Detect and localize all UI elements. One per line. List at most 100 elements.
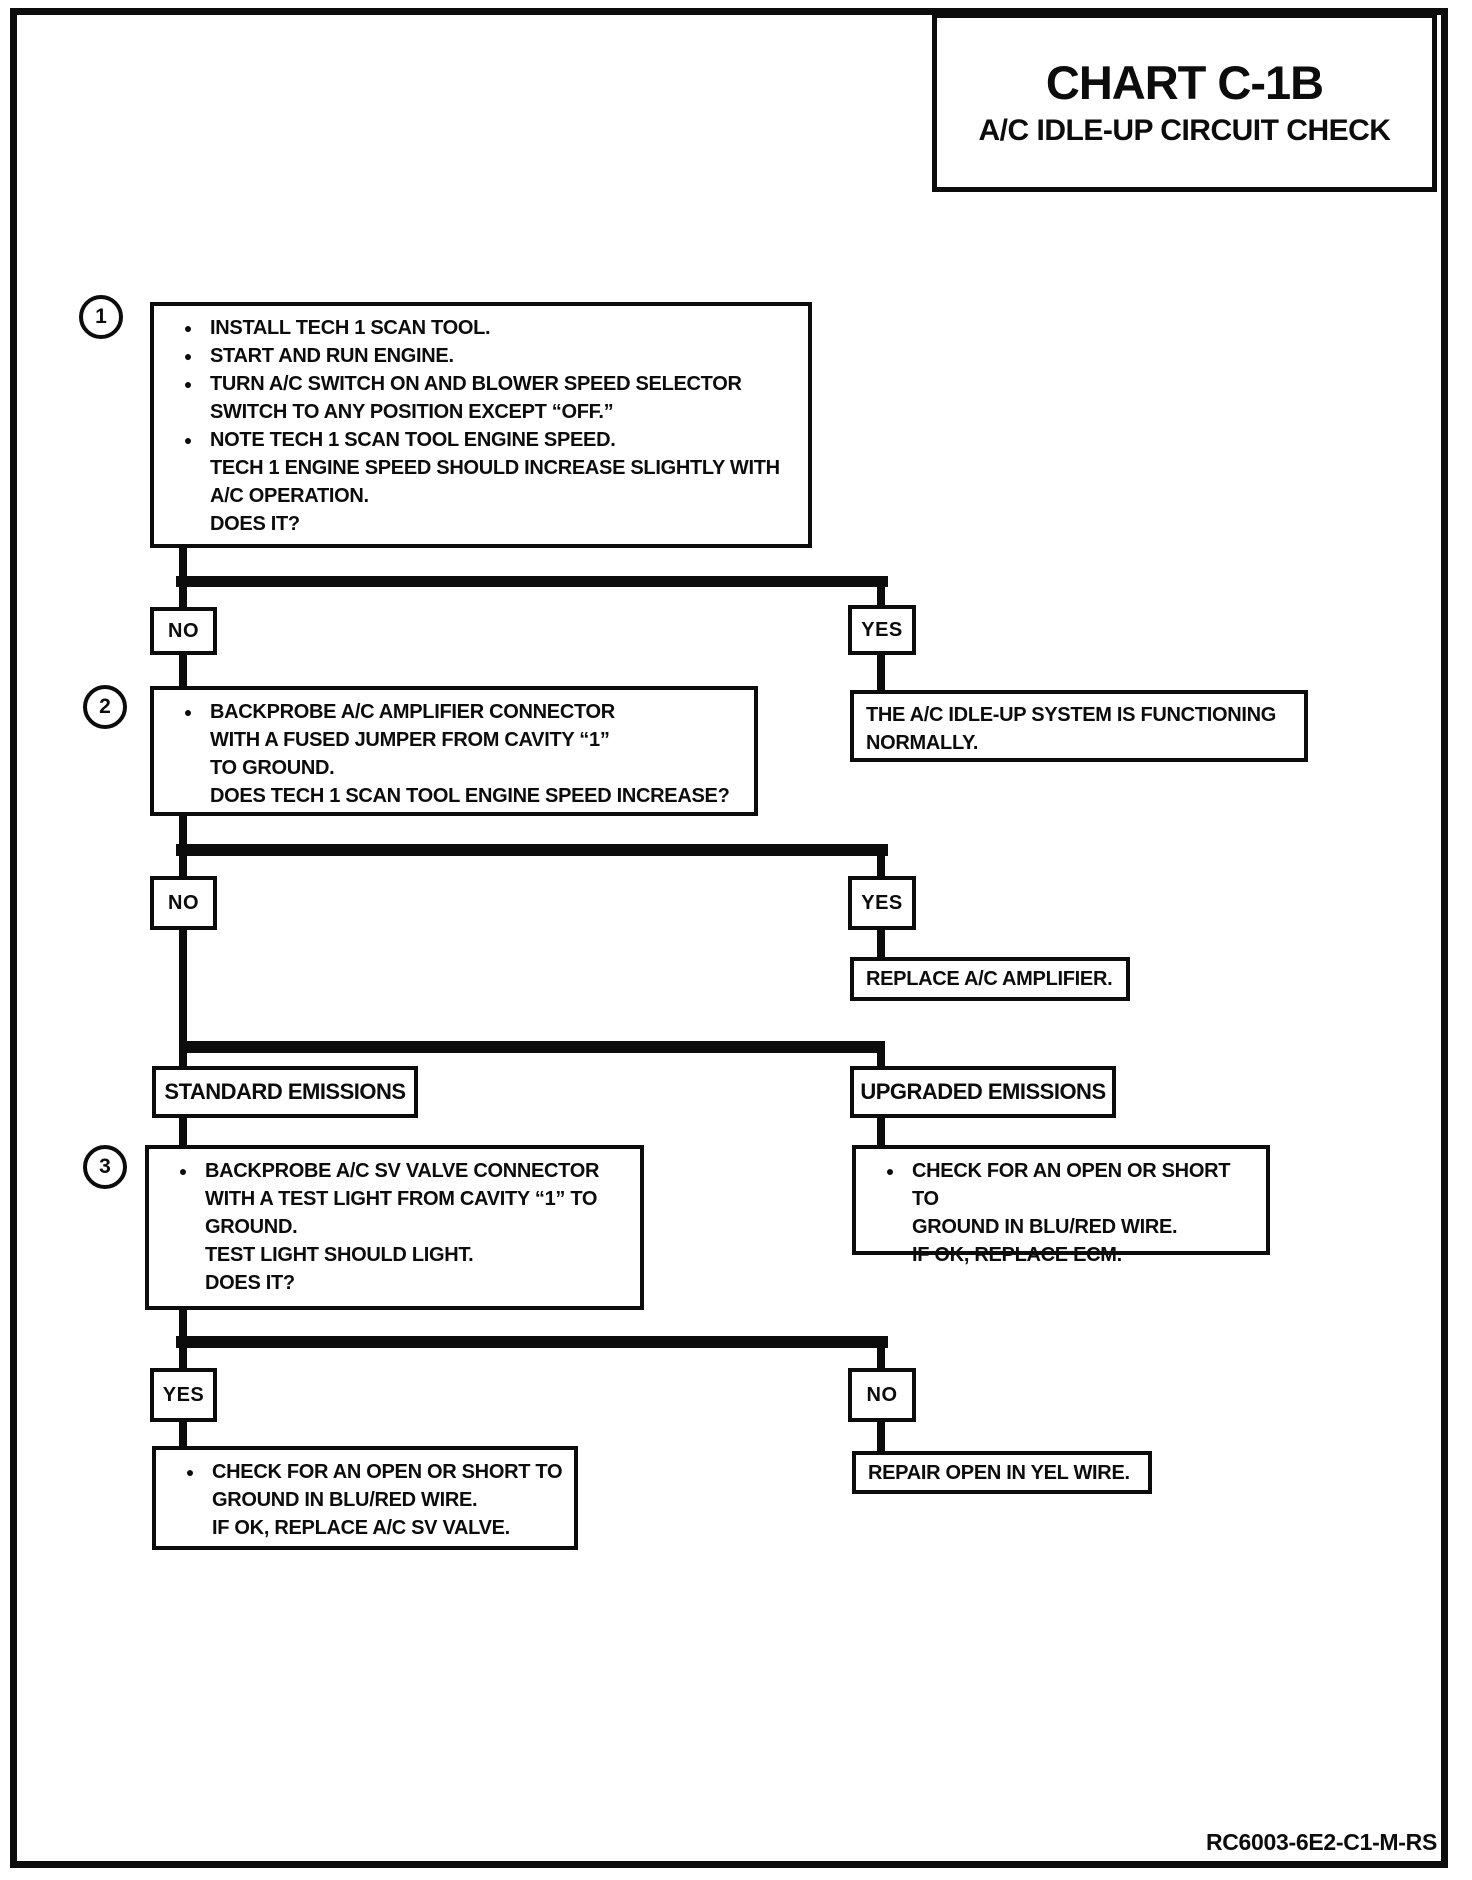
replace-amplifier-box: REPLACE A/C AMPLIFIER. <box>850 957 1130 1001</box>
branch-text: YES <box>861 891 903 914</box>
connector-line <box>179 1310 187 1342</box>
doc-code: RC6003-6E2-C1-M-RS <box>1205 1829 1437 1855</box>
flow-line: ● INSTALL TECH 1 SCAN TOOL. <box>166 314 800 342</box>
connector-line <box>877 655 885 692</box>
connector-line <box>179 930 187 1068</box>
flow-text: TURN A/C SWITCH ON AND BLOWER SPEED SELE… <box>210 373 742 395</box>
branch-label-yes-3: YES <box>150 1368 217 1422</box>
connector-line <box>176 1336 888 1348</box>
flow-line: NORMALLY. <box>866 729 1296 757</box>
repair-yel-wire-box: REPAIR OPEN IN YEL WIRE. <box>852 1451 1152 1494</box>
flow-line: ● CHECK FOR AN OPEN OR SHORT TO <box>168 1458 566 1486</box>
flow-line: ● CHECK FOR AN OPEN OR SHORT TO <box>868 1157 1258 1213</box>
branch-text: NO <box>168 891 199 914</box>
flow-text: GROUND IN BLU/RED WIRE. <box>912 1216 1178 1238</box>
flow-text: A/C OPERATION. <box>210 485 369 507</box>
connector-line <box>179 1348 187 1370</box>
branch-text: NO <box>168 619 199 642</box>
flow-line: GROUND. <box>161 1213 632 1241</box>
connector-line <box>176 576 888 587</box>
flow-text: DOES IT? <box>205 1272 295 1294</box>
flow-text: TECH 1 ENGINE SPEED SHOULD INCREASE SLIG… <box>210 457 780 479</box>
backprobe-sv-valve-box: ●BACKPROBE A/C SV VALVE CONNECTOR WITH A… <box>145 1145 644 1310</box>
flow-text: CHECK FOR AN OPEN OR SHORT TO <box>912 1160 1231 1210</box>
branch-label-yes-2: YES <box>848 876 916 930</box>
flow-text: BACKPROBE A/C AMPLIFIER CONNECTOR <box>210 701 615 723</box>
flow-text: GROUND IN BLU/RED WIRE. <box>212 1489 478 1511</box>
flow-text: TEST LIGHT SHOULD LIGHT. <box>205 1244 474 1266</box>
flow-text: SWITCH TO ANY POSITION EXCEPT “OFF.” <box>210 401 614 423</box>
flow-text: NORMALLY. <box>866 732 979 754</box>
step-number: 1 <box>95 305 107 328</box>
bullet-icon: ● <box>885 1163 895 1179</box>
chart-title-box: CHART C-1B A/C IDLE-UP CIRCUIT CHECK <box>932 13 1437 192</box>
connector-line <box>179 548 187 582</box>
step-circle-1: 1 <box>79 295 123 339</box>
check-sv-valve-box: ● CHECK FOR AN OPEN OR SHORT TO GROUND IN… <box>152 1446 578 1550</box>
connector-line <box>877 1118 885 1147</box>
flow-line: ● START AND RUN ENGINE. <box>166 342 800 370</box>
flow-text: START AND RUN ENGINE. <box>210 345 454 367</box>
flow-line: GROUND IN BLU/RED WIRE. <box>168 1486 566 1514</box>
flow-line: ● TURN A/C SWITCH ON AND BLOWER SPEED SEL… <box>166 370 800 398</box>
connector-line <box>877 1422 885 1453</box>
flow-text: IF OK, REPLACE ECM. <box>912 1244 1122 1266</box>
flow-line: A/C OPERATION. <box>166 482 800 510</box>
connector-line <box>877 856 885 878</box>
flow-line: ● BACKPROBE A/C AMPLIFIER CONNECTOR <box>166 698 746 726</box>
bullet-icon: ● <box>183 376 193 392</box>
flow-line: WITH A FUSED JUMPER FROM CAVITY “1” <box>166 726 746 754</box>
connector-line <box>179 655 187 688</box>
system-ok-box: THE A/C IDLE-UP SYSTEM IS FUNCTIONING NO… <box>850 690 1308 762</box>
branch-text: YES <box>162 1383 205 1406</box>
flow-line: DOES IT? <box>166 510 800 538</box>
flow-text: TO GROUND. <box>210 757 335 779</box>
connector-line <box>179 587 187 609</box>
page-border <box>10 8 1448 1868</box>
flow-line: TO GROUND. <box>166 754 746 782</box>
flow-text: CHECK FOR AN OPEN OR SHORT TO <box>212 1461 563 1483</box>
connector-line <box>877 930 885 959</box>
step-circle-2: 2 <box>83 685 127 729</box>
check-ecm-box: ● CHECK FOR AN OPEN OR SHORT TO GROUND IN… <box>852 1145 1270 1266</box>
step-circle-3: 3 <box>83 1145 127 1189</box>
connector-line <box>179 1041 885 1053</box>
branch-label-no-1: NO <box>150 607 217 655</box>
flow-text: BACKPROBE A/C SV VALVE CONNECTOR <box>205 1160 600 1182</box>
branch-label-yes-1: YES <box>848 605 916 655</box>
upgraded-emissions-box: UPGRADED EMISSIONS <box>850 1066 1116 1118</box>
flow-text: REPLACE A/C AMPLIFIER. <box>866 968 1113 990</box>
flow-text: GROUND. <box>205 1216 298 1238</box>
flow-text: INSTALL TECH 1 SCAN TOOL. <box>210 317 491 339</box>
backprobe-amplifier-box: ● BACKPROBE A/C AMPLIFIER CONNECTOR WITH … <box>150 686 758 816</box>
flow-line: DOES TECH 1 SCAN TOOL ENGINE SPEED INCRE… <box>166 782 746 810</box>
flow-text: NOTE TECH 1 SCAN TOOL ENGINE SPEED. <box>210 429 616 451</box>
branch-text: YES <box>861 618 903 641</box>
flow-line: IF OK, REPLACE ECM. <box>868 1241 1258 1269</box>
bullet-icon: ● <box>178 1163 188 1179</box>
flow-text: THE A/C IDLE-UP SYSTEM IS FUNCTIONING <box>866 704 1277 726</box>
branch-text: UPGRADED EMISSIONS <box>860 1079 1106 1104</box>
flow-text: DOES IT? <box>210 513 300 535</box>
flow-line: ●NOTE TECH 1 SCAN TOOL ENGINE SPEED. <box>166 426 800 454</box>
branch-label-no-2: NO <box>150 876 217 930</box>
connector-line <box>176 844 888 856</box>
bullet-icon: ● <box>183 704 193 720</box>
flow-text: WITH A FUSED JUMPER FROM CAVITY “1” <box>210 729 610 751</box>
bullet-icon: ● <box>183 320 193 336</box>
connector-line <box>179 1422 187 1448</box>
step-number: 2 <box>99 695 111 718</box>
flow-line: TECH 1 ENGINE SPEED SHOULD INCREASE SLIG… <box>166 454 800 482</box>
flow-text: IF OK, REPLACE A/C SV VALVE. <box>212 1517 510 1539</box>
flow-line: DOES IT? <box>161 1269 632 1297</box>
flow-line: GROUND IN BLU/RED WIRE. <box>868 1213 1258 1241</box>
flow-text: DOES TECH 1 SCAN TOOL ENGINE SPEED INCRE… <box>210 785 730 807</box>
branch-text: NO <box>866 1383 898 1406</box>
connector-line <box>877 1047 885 1068</box>
flow-line: THE A/C IDLE-UP SYSTEM IS FUNCTIONING <box>866 701 1296 729</box>
flow-line: ● BACKPROBE A/C SV VALVE CONNECTOR <box>161 1157 632 1185</box>
connector-line <box>877 587 885 607</box>
bullet-icon: ● <box>183 348 193 364</box>
bullet-icon: ● <box>185 1464 195 1480</box>
